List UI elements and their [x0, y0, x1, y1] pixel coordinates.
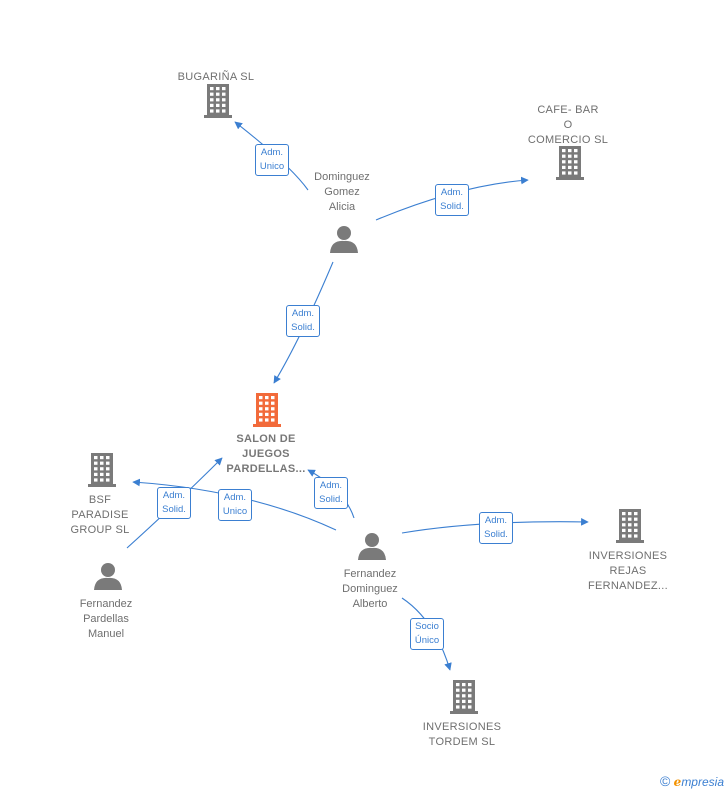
watermark: © empresia: [660, 773, 724, 789]
node-label-bsf[interactable]: BSF PARADISE GROUP SL: [70, 494, 130, 536]
building-icon: [253, 393, 281, 427]
brand-text: mpresia: [681, 775, 724, 789]
node-label-cafe[interactable]: CAFE- BAR O COMERCIO SL: [527, 104, 609, 146]
node-label-rejas[interactable]: INVERSIONES REJAS FERNANDEZ...: [588, 550, 668, 592]
node-label-fpm[interactable]: Fernandez Pardellas Manuel: [79, 598, 133, 640]
node-label-dga[interactable]: Dominguez Gomez Alicia: [314, 171, 370, 213]
node-label-salon[interactable]: SALON DE JUEGOS PARDELLAS...: [226, 433, 306, 475]
edge-label-fpm-salon: Adm. Solid.: [157, 487, 191, 519]
nodes-layer: [88, 84, 644, 714]
person-icon: [330, 226, 358, 253]
edge-label-dga-bugarina: Adm. Unico: [254, 144, 290, 176]
building-icon: [556, 146, 584, 180]
edge-label-dga-cafe: Adm. Solid.: [435, 184, 469, 216]
edge-label-dga-salon: Adm. Solid.: [286, 305, 320, 337]
person-icon: [94, 563, 122, 590]
person-icon: [358, 533, 386, 560]
edge-label-fda-rejas: Adm. Solid.: [479, 512, 513, 544]
brand-initial: e: [673, 775, 682, 789]
edge-label-fda-bsf: Adm. Unico: [217, 489, 253, 521]
edge-label-fda-salon: Adm. Solid.: [314, 477, 348, 509]
node-label-tordem[interactable]: INVERSIONES TORDEM SL: [422, 721, 502, 748]
building-icon: [450, 680, 478, 714]
building-icon: [616, 509, 644, 543]
node-label-bugarina[interactable]: BUGARIÑA SL: [177, 71, 255, 83]
edge-label-fda-tordem: Socio Único: [409, 618, 445, 650]
node-label-fda[interactable]: Fernandez Dominguez Alberto: [342, 568, 398, 610]
copyright-icon: ©: [660, 773, 671, 789]
building-icon: [88, 453, 116, 487]
building-icon: [204, 84, 232, 118]
